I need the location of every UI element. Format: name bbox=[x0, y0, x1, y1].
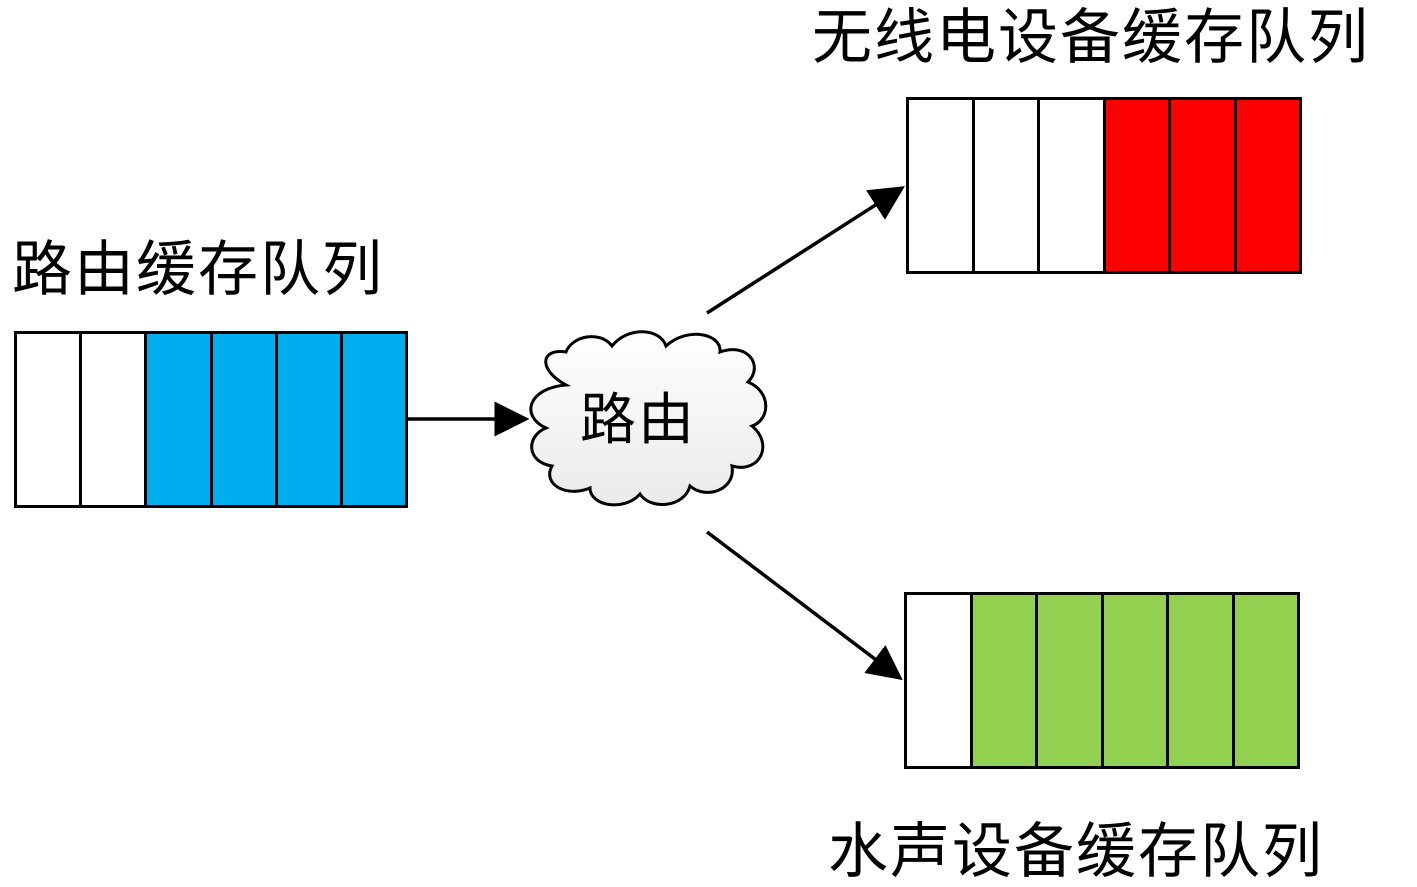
arrow-router-to-radio bbox=[706, 186, 905, 315]
acoustic-buffer-queue bbox=[904, 592, 1300, 769]
radio-queue-slot-filled bbox=[1105, 100, 1171, 271]
routing-queue-slot-filled bbox=[212, 334, 278, 505]
routing-queue-slot-filled bbox=[342, 334, 406, 505]
acoustic-queue-slot-filled bbox=[1234, 595, 1297, 766]
acoustic-queue-slot-filled bbox=[1038, 595, 1104, 766]
acoustic-queue-slot-filled bbox=[1103, 595, 1169, 766]
routing-queue-slot-empty bbox=[17, 334, 83, 505]
arrow-router-to-acoustic bbox=[705, 530, 903, 681]
radio-buffer-queue bbox=[906, 97, 1302, 274]
radio-queue-title: 无线电设备缓存队列 bbox=[812, 3, 1370, 73]
routing-queue-slot-filled bbox=[147, 334, 213, 505]
routing-buffer-queue bbox=[14, 331, 408, 508]
acoustic-queue-title: 水声设备缓存队列 bbox=[828, 817, 1324, 887]
routing-queue-slot-empty bbox=[82, 334, 148, 505]
radio-queue-slot-filled bbox=[1171, 100, 1237, 271]
radio-queue-slot-filled bbox=[1236, 100, 1299, 271]
routing-queue-slot-filled bbox=[277, 334, 343, 505]
router-cloud bbox=[529, 330, 768, 507]
acoustic-queue-slot-filled bbox=[1169, 595, 1235, 766]
routing-queue-title: 路由缓存队列 bbox=[12, 235, 384, 305]
router-label: 路由 bbox=[580, 388, 696, 453]
radio-queue-slot-empty bbox=[909, 100, 975, 271]
radio-queue-slot-empty bbox=[1040, 100, 1106, 271]
radio-queue-slot-empty bbox=[974, 100, 1040, 271]
acoustic-queue-slot-empty bbox=[907, 595, 973, 766]
acoustic-queue-slot-filled bbox=[972, 595, 1038, 766]
